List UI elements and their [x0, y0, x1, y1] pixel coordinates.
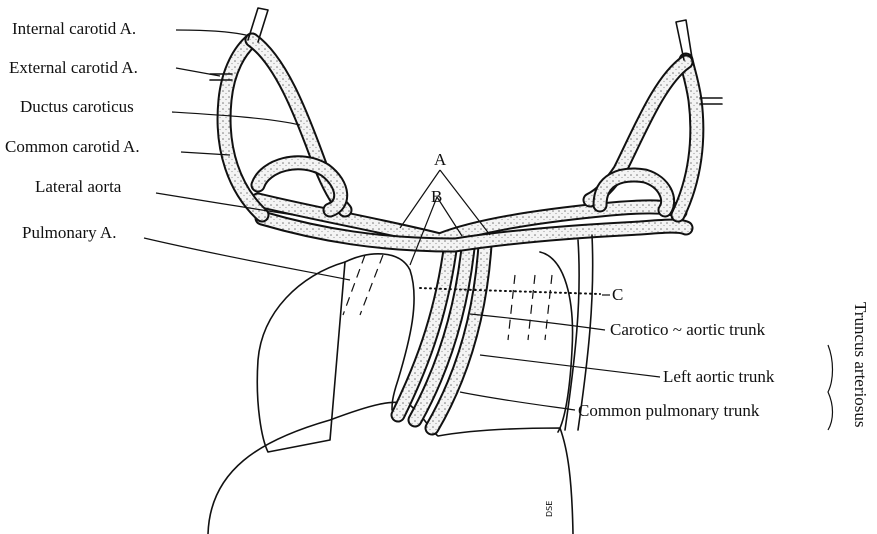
label-external-carotid: External carotid A. [9, 58, 138, 77]
label-letter-b: B [431, 187, 442, 206]
label-letter-c: C [612, 285, 623, 304]
label-carotico-aortic-trunk: Carotico ~ aortic trunk [610, 320, 766, 339]
label-pulmonary-a: Pulmonary A. [22, 223, 116, 242]
illustrator-signature: DSE [545, 501, 554, 517]
label-lateral-aorta: Lateral aorta [35, 177, 122, 196]
label-internal-carotid: Internal carotid A. [12, 19, 136, 38]
label-left-aortic-trunk: Left aortic trunk [663, 367, 775, 386]
base-tissue [208, 402, 573, 534]
heart-body [257, 262, 345, 452]
label-common-pulmonary-trunk: Common pulmonary trunk [578, 401, 760, 420]
svg-text:DSE: DSE [545, 501, 554, 517]
label-common-carotid: Common carotid A. [5, 137, 140, 156]
label-truncus-arteriosus: Truncus arteriosus [851, 302, 870, 427]
left-carotid-loop [210, 8, 345, 215]
right-carotid-loop [590, 20, 722, 215]
right-ventricle-outline [540, 252, 573, 432]
label-letter-a: A [434, 150, 447, 169]
arch-vessels [258, 200, 686, 245]
label-ductus-caroticus: Ductus caroticus [20, 97, 134, 116]
